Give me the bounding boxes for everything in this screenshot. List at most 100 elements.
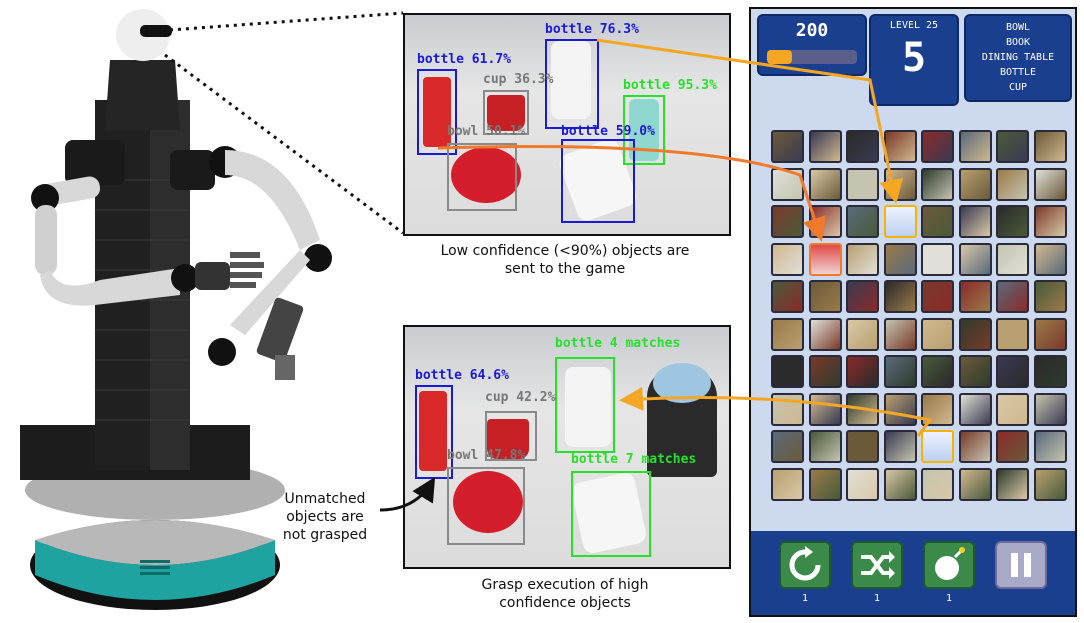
- game-tile[interactable]: [808, 167, 842, 201]
- det-label: bottle 61.7%: [417, 52, 511, 67]
- det-label: bottle 59.0%: [561, 124, 655, 139]
- game-tile[interactable]: [808, 317, 842, 351]
- game-tile[interactable]: [1033, 392, 1067, 426]
- game-tile[interactable]: [996, 355, 1029, 388]
- game-tile[interactable]: [1033, 130, 1067, 163]
- game-tile[interactable]: [846, 430, 879, 463]
- game-tile[interactable]: [771, 317, 804, 351]
- game-tile[interactable]: [958, 392, 992, 426]
- game-tile[interactable]: [958, 280, 992, 313]
- targets-box: BOWL BOOK DINING TABLE BOTTLE CUP: [964, 14, 1072, 102]
- game-tile[interactable]: [921, 392, 954, 426]
- game-tile[interactable]: [996, 467, 1029, 501]
- game-tile[interactable]: [771, 205, 804, 238]
- game-tile[interactable]: [846, 317, 879, 351]
- game-tile[interactable]: [771, 242, 804, 276]
- det-label: bottle 64.6%: [415, 368, 509, 383]
- game-tile[interactable]: [958, 167, 992, 201]
- milk-jug: [565, 367, 611, 447]
- game-tile[interactable]: [771, 280, 804, 313]
- annotation-line: Unmatched: [284, 491, 366, 507]
- game-tile[interactable]: [808, 130, 842, 163]
- game-tile[interactable]: [846, 280, 879, 313]
- game-tile[interactable]: [1033, 355, 1067, 388]
- arrow-bottle-61-to-tile: [437, 145, 826, 242]
- game-tile[interactable]: [996, 280, 1029, 313]
- refresh-button[interactable]: [779, 541, 831, 589]
- pause-button[interactable]: [995, 541, 1047, 589]
- game-tile[interactable]: [921, 280, 954, 313]
- game-tile[interactable]: [808, 467, 842, 501]
- game-tile[interactable]: [1033, 242, 1067, 276]
- game-tile[interactable]: [921, 430, 954, 463]
- game-tile[interactable]: [846, 467, 879, 501]
- game-tile[interactable]: [1033, 167, 1067, 201]
- game-tile[interactable]: [996, 242, 1029, 276]
- game-tile[interactable]: [1033, 467, 1067, 501]
- game-tile[interactable]: [808, 392, 842, 426]
- game-tile[interactable]: [883, 355, 917, 388]
- game-tile[interactable]: [1033, 280, 1067, 313]
- bowl: [453, 471, 523, 533]
- game-tile[interactable]: [771, 355, 804, 388]
- game-tile[interactable]: [771, 392, 804, 426]
- game-tile[interactable]: [846, 242, 879, 276]
- game-tile[interactable]: [1033, 430, 1067, 463]
- shuffle-button[interactable]: [851, 541, 903, 589]
- game-tile[interactable]: [883, 205, 917, 238]
- game-tile[interactable]: [771, 130, 804, 163]
- game-tile[interactable]: [846, 205, 879, 238]
- game-tile[interactable]: [846, 355, 879, 388]
- game-tile[interactable]: [958, 467, 992, 501]
- target-item: DINING TABLE: [981, 52, 1055, 63]
- score-progress-bar: [767, 50, 857, 64]
- game-tile[interactable]: [958, 355, 992, 388]
- game-tile[interactable]: [958, 130, 992, 163]
- game-tile[interactable]: [958, 205, 992, 238]
- game-tile[interactable]: [921, 205, 954, 238]
- caption-line: Low confidence (<90%) objects are: [440, 243, 690, 259]
- game-tile[interactable]: [996, 130, 1029, 163]
- game-tile[interactable]: [808, 280, 842, 313]
- game-tile[interactable]: [921, 130, 954, 163]
- game-tile[interactable]: [883, 317, 917, 351]
- game-tile[interactable]: [921, 355, 954, 388]
- game-tile[interactable]: [1033, 317, 1067, 351]
- game-tile[interactable]: [921, 167, 954, 201]
- game-tile[interactable]: [846, 130, 879, 163]
- game-tile[interactable]: [883, 392, 917, 426]
- game-tile[interactable]: [808, 355, 842, 388]
- game-tile[interactable]: [883, 242, 917, 276]
- game-tile[interactable]: [996, 167, 1029, 201]
- game-tile[interactable]: [996, 430, 1029, 463]
- chip-can: [423, 77, 451, 147]
- bbox-cup-42: [485, 411, 537, 461]
- caption-line: confidence objects: [499, 595, 631, 611]
- game-tile[interactable]: [808, 242, 842, 276]
- game-tile[interactable]: [846, 167, 879, 201]
- moves-value: 5: [901, 35, 927, 81]
- game-tile[interactable]: [996, 392, 1029, 426]
- refresh-count: 1: [801, 593, 809, 604]
- game-tile[interactable]: [996, 205, 1029, 238]
- score-value: 200: [795, 20, 829, 41]
- game-tile[interactable]: [996, 317, 1029, 351]
- game-tile[interactable]: [771, 430, 804, 463]
- game-tile[interactable]: [883, 430, 917, 463]
- game-tile[interactable]: [921, 242, 954, 276]
- game-tile[interactable]: [1033, 205, 1067, 238]
- game-tile[interactable]: [771, 467, 804, 501]
- bomb-button[interactable]: [923, 541, 975, 589]
- game-tile[interactable]: [958, 317, 992, 351]
- game-tile[interactable]: [808, 430, 842, 463]
- bomb-icon: [935, 547, 965, 580]
- game-tile[interactable]: [921, 317, 954, 351]
- game-tile[interactable]: [958, 242, 992, 276]
- cup: [487, 419, 529, 459]
- game-tile[interactable]: [883, 467, 917, 501]
- chip-can: [419, 391, 447, 471]
- game-tile[interactable]: [921, 467, 954, 501]
- bbox-bowl-50: [447, 143, 517, 211]
- game-tile[interactable]: [958, 430, 992, 463]
- game-tile[interactable]: [883, 280, 917, 313]
